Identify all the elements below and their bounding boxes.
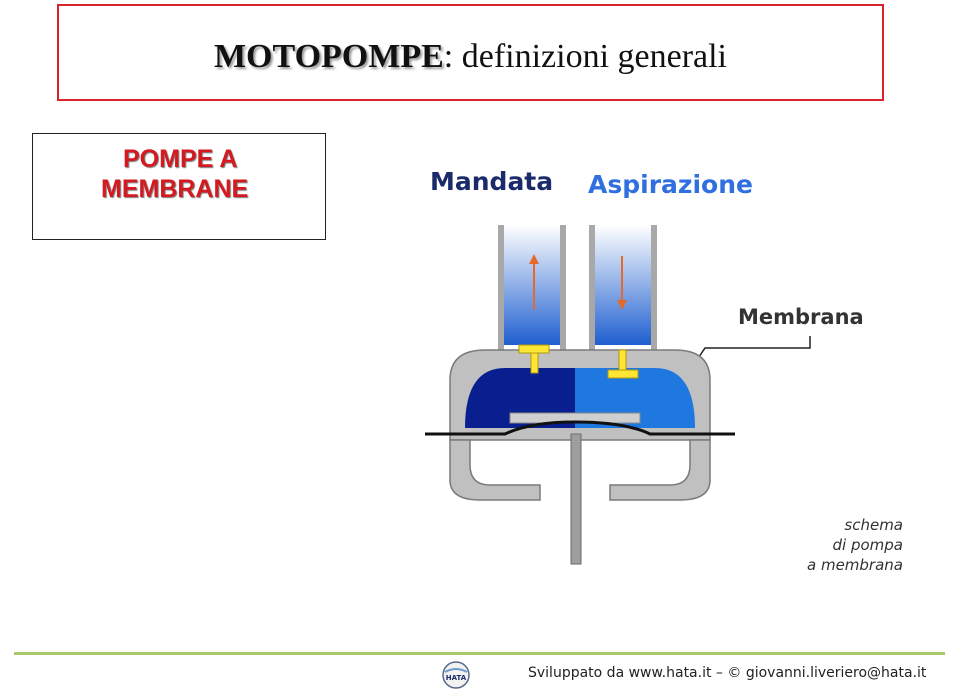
lower-housing-left — [449, 439, 541, 501]
caption-line3: a membrana — [807, 556, 903, 574]
tube-wall — [560, 225, 566, 355]
title-rest: : definizioni generali — [443, 38, 728, 75]
aspirazione-valve-stem — [618, 349, 627, 371]
membrane-pump-diagram: Mandata Aspirazione Membrana schema di p… — [425, 167, 903, 574]
arrow-down-head — [617, 300, 627, 310]
hata-logo-icon: HATA — [442, 661, 470, 689]
section-title-line2: MEMBRANE — [101, 175, 249, 203]
title-box: MOTOPOMPE: definizioni generali — [57, 4, 884, 101]
tube-wall — [498, 225, 504, 355]
label-mandata: Mandata — [430, 167, 553, 196]
section-box: POMPE A MEMBRANE — [32, 133, 326, 240]
caption-line2: di pompa — [833, 536, 903, 554]
logo-text: HATA — [446, 674, 467, 682]
membrane-line — [425, 420, 735, 436]
page-title: MOTOPOMPE: definizioni generali — [59, 38, 882, 76]
section-title: POMPE A MEMBRANE — [33, 144, 327, 204]
mandata-valve-stem — [530, 352, 539, 374]
lower-housing-right — [609, 439, 711, 501]
title-bold: MOTOPOMPE — [213, 38, 444, 75]
mandata-tube-fill — [502, 225, 562, 345]
mandata-valve — [518, 344, 550, 354]
tube-wall — [589, 225, 595, 355]
arrow-up-head — [529, 254, 539, 264]
label-aspirazione: Aspirazione — [588, 170, 753, 199]
caption-line1: schema — [844, 516, 903, 534]
tube-wall — [651, 225, 657, 355]
label-membrana: Membrana — [738, 305, 864, 329]
aspirazione-valve — [607, 369, 639, 379]
piston-rod — [570, 433, 582, 565]
footer-divider — [14, 652, 945, 655]
section-title-line1: POMPE A — [123, 145, 238, 173]
footer-credit: Sviluppato da www.hata.it – © giovanni.l… — [528, 665, 927, 681]
